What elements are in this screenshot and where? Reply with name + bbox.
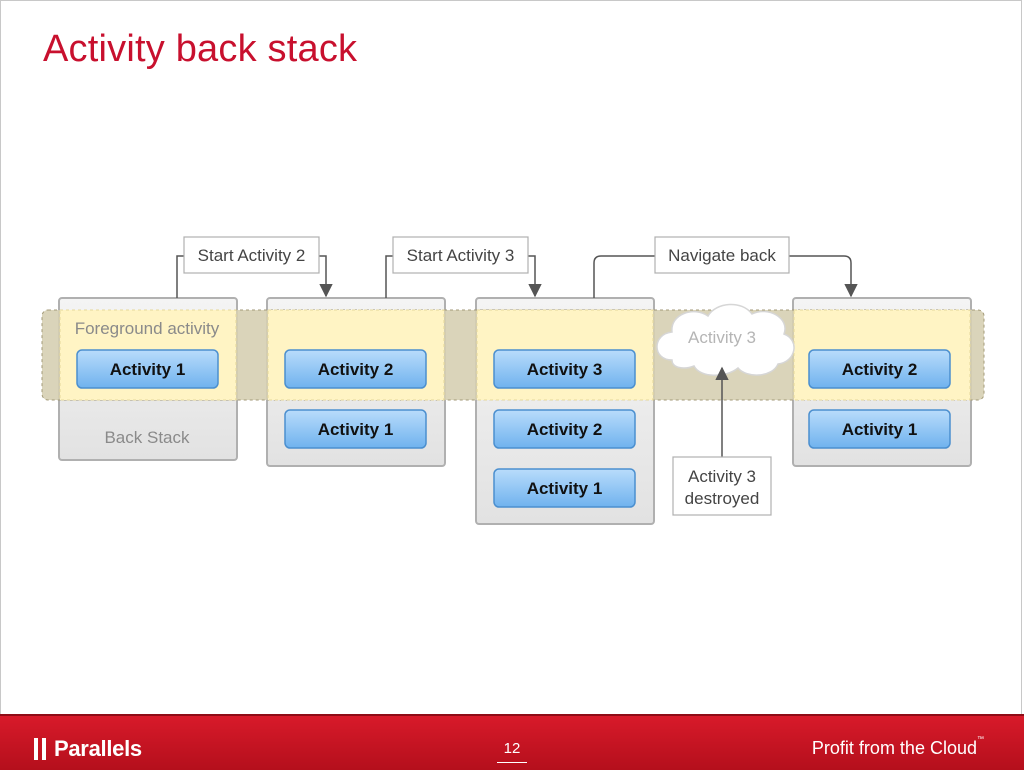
logo-text: Parallels (54, 736, 142, 761)
activity-box: Activity 3 (493, 349, 636, 389)
destroyed-note-line-1: Activity 3 (688, 467, 756, 486)
activity-label: Activity 1 (527, 479, 603, 498)
page-number: 12 (503, 740, 521, 757)
activity-box: Activity 1 (808, 409, 951, 449)
footer-bar: Parallels 12 Profit from the Cloud™ (0, 714, 1024, 770)
destroyed-note-line-2: destroyed (685, 489, 760, 508)
tagline-text: Profit from the Cloud (811, 738, 977, 758)
back-stack-diagram: Foreground activity Back Stack Activity … (41, 236, 985, 525)
navigate-back-label: Navigate back (668, 246, 776, 265)
activity-label: Activity 2 (527, 420, 603, 439)
slide-title: Activity back stack (43, 28, 358, 70)
activity-box: Activity 2 (493, 409, 636, 449)
activity-label: Activity 2 (318, 360, 394, 379)
activity-label: Activity 2 (842, 360, 918, 379)
start-activity-3-arrow (385, 255, 535, 298)
start-activity-3-callout (392, 236, 529, 274)
foreground-activity-label: Foreground activity (75, 319, 220, 338)
destroyed-activity-cloud-label: Activity 3 (688, 328, 756, 347)
activity-box: Activity 2 (808, 349, 951, 389)
destroyed-activity-cloud: Activity 3 (656, 303, 795, 376)
start-activity-2-callout (183, 236, 320, 274)
trademark: ™ (977, 736, 984, 743)
activity-box: Activity 1 (493, 468, 636, 508)
parallels-logo: Parallels (34, 736, 142, 762)
navigate-back-arrow (593, 255, 851, 298)
start-activity-2-label: Start Activity 2 (198, 246, 306, 265)
tagline: Profit from the Cloud™ (811, 736, 984, 759)
activity-label: Activity 1 (110, 360, 186, 379)
activity-box: Activity 1 (284, 409, 427, 449)
parallels-bars-icon (34, 738, 48, 760)
start-activity-2-arrow (176, 255, 326, 298)
activity-box: Activity 2 (284, 349, 427, 389)
navigate-back-callout (654, 236, 790, 274)
destroyed-note-callout (672, 456, 772, 516)
activity-label: Activity 3 (527, 360, 603, 379)
activity-box: Activity 1 (76, 349, 219, 389)
start-activity-3-label: Start Activity 3 (407, 246, 515, 265)
activity-label: Activity 1 (842, 420, 918, 439)
back-stack-label: Back Stack (104, 428, 190, 447)
activity-label: Activity 1 (318, 420, 394, 439)
page-number-underline (497, 762, 527, 763)
